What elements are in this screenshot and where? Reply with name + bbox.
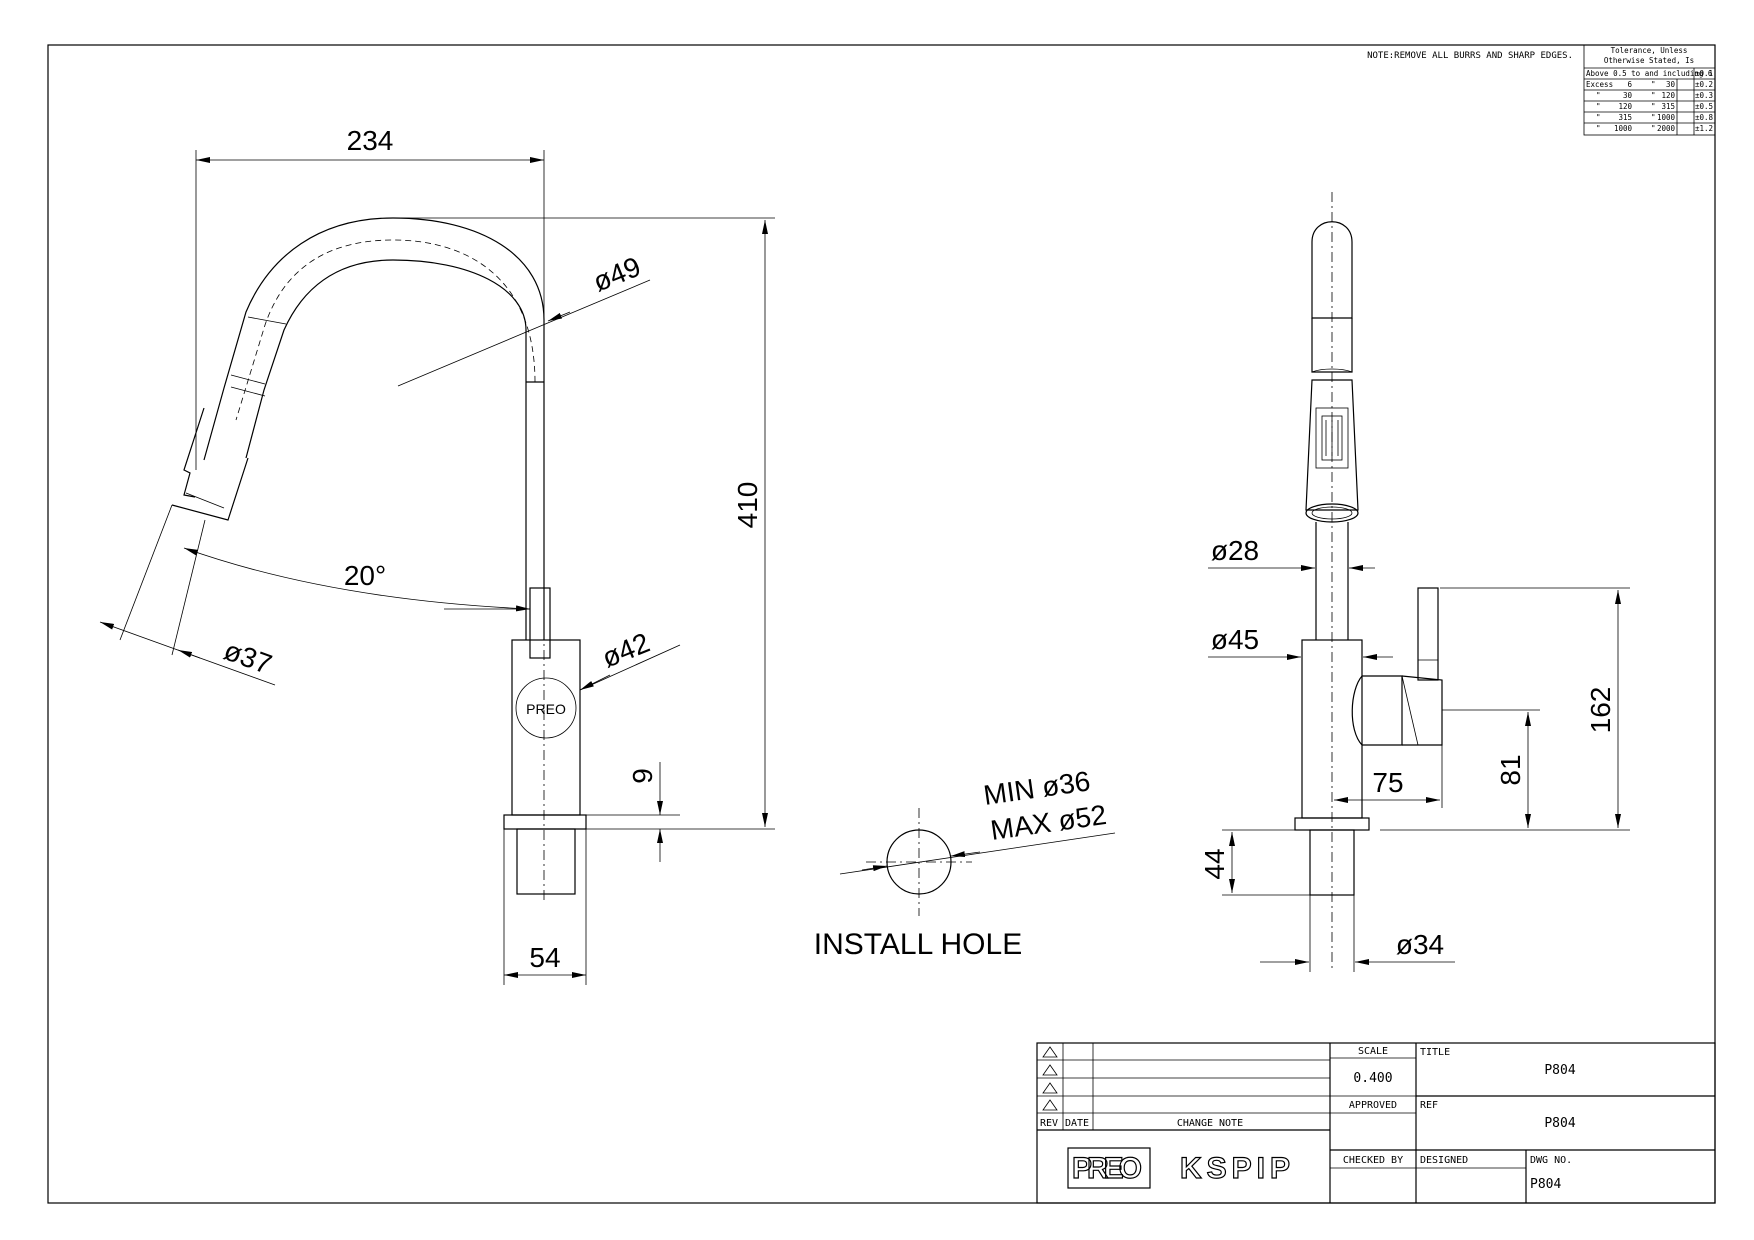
- tol-row-1-c2: 6: [1627, 80, 1632, 89]
- faucet-body: [511, 639, 581, 816]
- rev-triangle-2: [1042, 1064, 1058, 1076]
- checked-label: CHECKED BY: [1343, 1155, 1403, 1166]
- tol-row-5-c3: ": [1651, 124, 1656, 133]
- scale-label: SCALE: [1358, 1046, 1388, 1057]
- side-spout: [1311, 221, 1353, 319]
- tolerance-table: Tolerance, Unless Otherwise Stated, Is A…: [1583, 44, 1716, 136]
- dim-d45: ø45: [1211, 624, 1259, 655]
- install-hole-label: INSTALL HOLE: [814, 928, 1022, 961]
- designed-label: DESIGNED: [1420, 1155, 1468, 1166]
- tol-row-4-c3: ": [1651, 113, 1656, 122]
- approved-label: APPROVED: [1349, 1100, 1397, 1111]
- dim-44: 44: [1199, 848, 1230, 879]
- tol-row-2-c4: 120: [1661, 91, 1675, 100]
- tol-row-3-c4: 315: [1661, 102, 1675, 111]
- rev-label: REV: [1040, 1118, 1058, 1129]
- tol-row-0-tol: ±0.1: [1695, 69, 1713, 78]
- dim-54: 54: [529, 942, 560, 973]
- tol-row-4-tol: ±0.8: [1695, 113, 1714, 122]
- preo-logo: PREO: [1067, 1147, 1151, 1189]
- ref-label: REF: [1420, 1100, 1438, 1111]
- tol-row-1-tol: ±0.2: [1695, 80, 1713, 89]
- tol-row-4-c2: 315: [1618, 113, 1632, 122]
- tol-row-2-tol: ±0.3: [1695, 91, 1713, 100]
- body-brand: PREO: [526, 701, 566, 717]
- tolerance-title-2: Otherwise Stated, Is: [1604, 56, 1694, 65]
- dim-d37: ø37: [220, 635, 276, 681]
- tol-row-3-tol: ±0.5: [1695, 102, 1713, 111]
- side-view: ø28 ø45 162 81 75 44 ø34: [1199, 192, 1630, 972]
- spout-outer: [203, 217, 545, 461]
- tol-row-2-c3: ": [1651, 91, 1656, 100]
- shank: [516, 828, 576, 895]
- tol-row-3-c3: ": [1651, 102, 1656, 111]
- tol-row-4-c4: 1000: [1657, 113, 1676, 122]
- dim-410: 410: [732, 482, 763, 529]
- title-value: P804: [1544, 1063, 1575, 1078]
- tol-row-2-c1: ": [1596, 91, 1601, 100]
- dim-d42: ø42: [598, 627, 654, 674]
- dim-81: 81: [1495, 754, 1526, 785]
- dim-162: 162: [1585, 687, 1616, 734]
- tolerance-title-1: Tolerance, Unless: [1611, 46, 1688, 55]
- title-block: REV DATE CHANGE NOTE PREO KSPIP SCALE 0.…: [1036, 1042, 1716, 1204]
- spray-button: [1315, 407, 1349, 469]
- tol-row-3-c1: ": [1596, 102, 1601, 111]
- rev-triangle-4: [1042, 1099, 1058, 1111]
- tol-row-5-c4: 2000: [1657, 124, 1676, 133]
- dim-75: 75: [1372, 767, 1403, 798]
- front-view: PREO 234 410 ø49 20° ø37 ø42: [99, 125, 775, 985]
- date-label: DATE: [1065, 1118, 1089, 1129]
- note-text: NOTE:REMOVE ALL BURRS AND SHARP EDGES.: [1367, 51, 1573, 61]
- tol-row-4-c1: ": [1596, 113, 1601, 122]
- lever: [529, 587, 551, 659]
- install-hole-view: MIN ø36 MAX ø52 INSTALL HOLE: [814, 765, 1116, 961]
- dim-d34: ø34: [1396, 929, 1444, 960]
- side-lever: [1417, 587, 1439, 681]
- spout-centerline: [235, 239, 536, 421]
- dwg-label: DWG NO.: [1530, 1155, 1572, 1166]
- tol-row-5-tol: ±1.2: [1695, 124, 1713, 133]
- brand-disc: [515, 677, 577, 739]
- tol-row-2-c2: 30: [1623, 91, 1633, 100]
- dim-20deg: 20°: [344, 560, 386, 591]
- scale-value: 0.400: [1353, 1071, 1392, 1086]
- rev-triangle-1: [1042, 1046, 1058, 1058]
- dwg-value: P804: [1530, 1177, 1561, 1192]
- svg-text:KSPIP: KSPIP: [1180, 1152, 1290, 1185]
- title-label: TITLE: [1420, 1047, 1450, 1058]
- tol-row-1-c1: Excess: [1586, 80, 1613, 89]
- spout-inner: [245, 259, 527, 459]
- tol-row-0-c1: Above 0.5 to and including 6: [1586, 69, 1713, 78]
- tol-row-5-c2: 1000: [1614, 124, 1633, 133]
- base-flange: [503, 814, 587, 830]
- spray-outlet: [1305, 503, 1359, 523]
- kspip-logo: KSPIP: [1179, 1151, 1290, 1185]
- side-shank: [1309, 829, 1355, 896]
- spray-head: [183, 407, 205, 498]
- ref-value: P804: [1544, 1116, 1575, 1131]
- tol-row-1-c4: 30: [1666, 80, 1676, 89]
- dim-9: 9: [627, 768, 658, 784]
- dim-234: 234: [347, 125, 394, 156]
- dim-d28: ø28: [1211, 535, 1259, 566]
- rev-triangle-3: [1042, 1082, 1058, 1094]
- svg-text:PREO: PREO: [1072, 1152, 1142, 1185]
- change-note-label: CHANGE NOTE: [1177, 1118, 1243, 1129]
- drawing-border: [47, 44, 1716, 1204]
- tol-row-1-c3: ": [1651, 80, 1656, 89]
- tol-row-3-c2: 120: [1618, 102, 1632, 111]
- tol-row-5-c1: ": [1596, 124, 1601, 133]
- side-handle: [1362, 675, 1403, 746]
- dim-d49: ø49: [589, 251, 645, 298]
